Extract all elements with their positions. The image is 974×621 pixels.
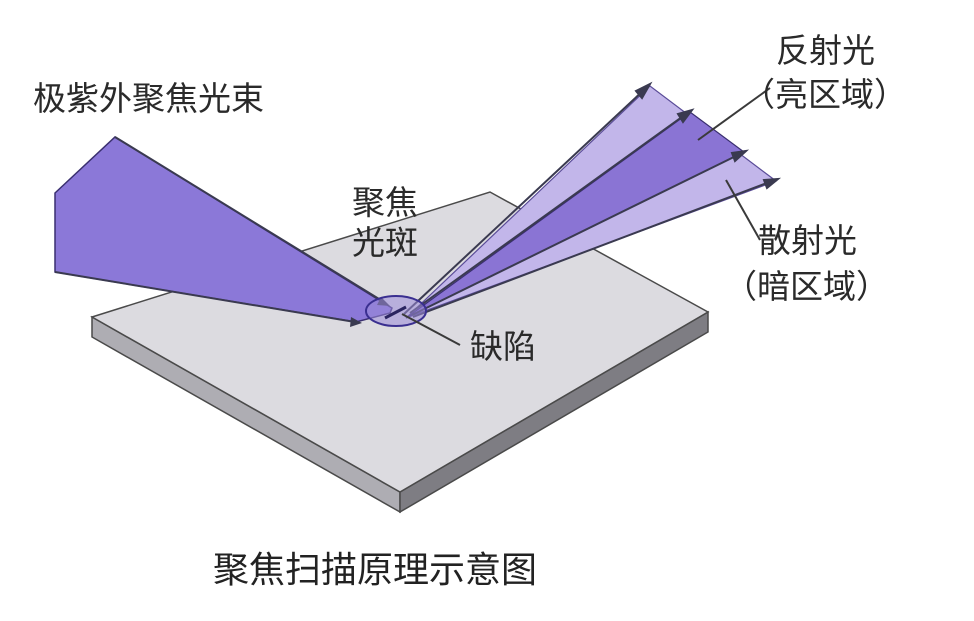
defect-label: 缺陷 [470, 327, 536, 366]
plate-top [90, 191, 710, 493]
defect-leader-line [401, 313, 461, 346]
scattered-light-label-line1: 散射光 [758, 221, 857, 260]
reflected-light-label-line2: （亮区域） [742, 75, 907, 114]
incident-beam [54, 136, 393, 323]
scattered-light-label-line2: （暗区域） [724, 267, 889, 306]
focus-spot-label-line1: 聚焦 [352, 183, 418, 222]
diagram-caption: 聚焦扫描原理示意图 [213, 550, 537, 591]
sample-plate [90, 191, 710, 514]
scattered-leader-line [725, 179, 761, 241]
incident-arrowhead-bottom [350, 317, 362, 327]
reflected-leader-line [697, 87, 771, 141]
incident-beam-label: 极紫外聚焦光束 [33, 79, 264, 118]
reflected-light-label-line1: 反射光 [776, 31, 875, 70]
defect-mark [384, 305, 407, 320]
outgoing-arrows [403, 81, 782, 318]
incident-beam-arrow-top [114, 136, 385, 303]
focus-spot-label-line2: 光斑 [352, 223, 418, 262]
incident-beam-arrow-bottom [54, 271, 356, 323]
